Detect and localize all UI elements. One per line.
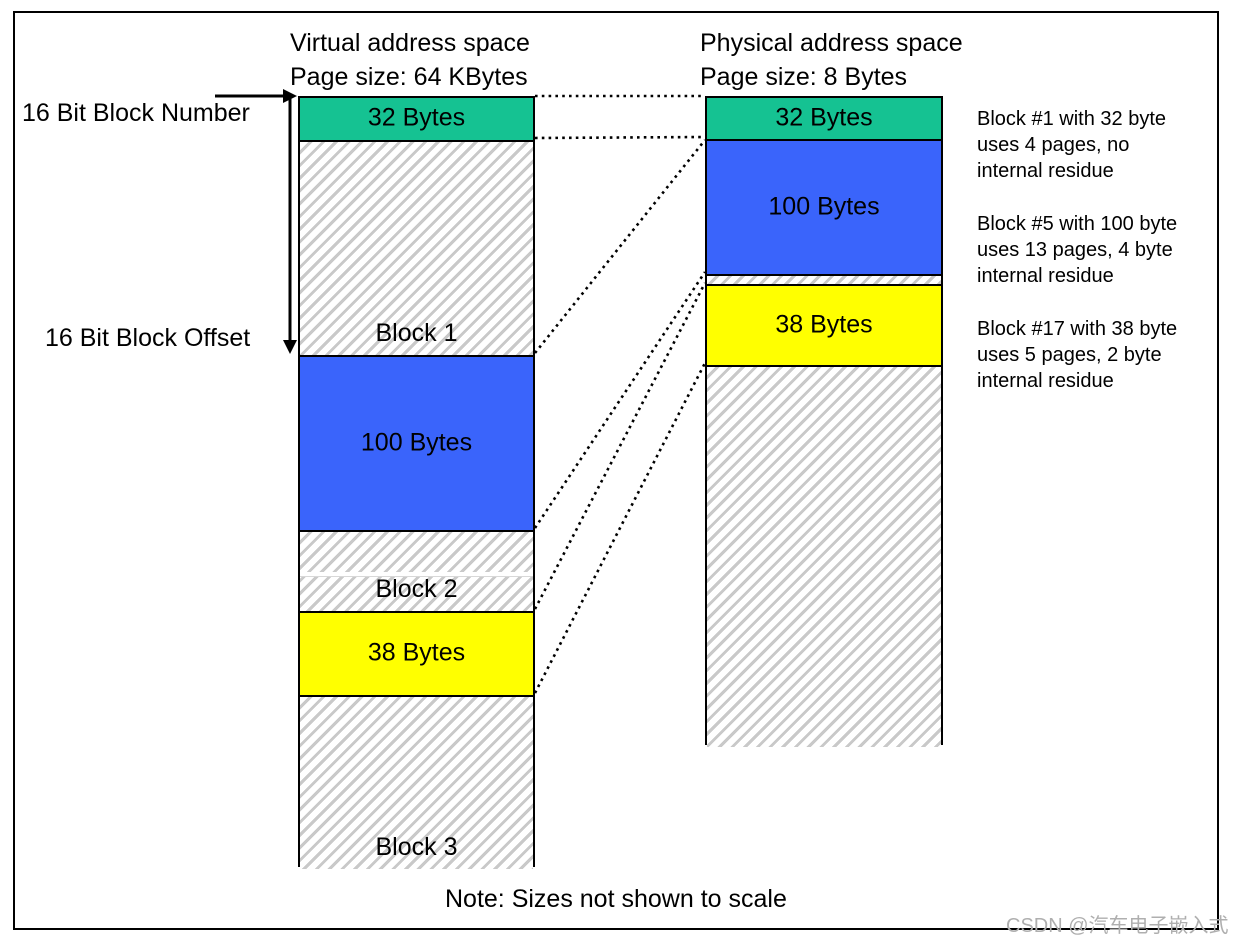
diagram-border [13, 11, 1219, 930]
segment-32-bytes: 32 Bytes [300, 98, 533, 140]
annotation-line: uses 4 pages, no [977, 134, 1130, 156]
annotation-line: internal residue [977, 160, 1114, 182]
scale-note: Note: Sizes not shown to scale [445, 885, 787, 913]
annotation-line: uses 13 pages, 4 byte [977, 239, 1173, 261]
segment-38-bytes: 38 Bytes [300, 611, 533, 695]
segment-100-bytes: 100 Bytes [707, 139, 941, 274]
segment-label: Block 3 [375, 833, 458, 861]
segment-residue [707, 365, 941, 747]
annotation-line: internal residue [977, 370, 1114, 392]
segment-label: Block 1 [375, 319, 458, 347]
physical-address-column: 32 Bytes 100 Bytes 38 Bytes [705, 96, 943, 747]
block-offset-label: 16 Bit Block Offset [45, 324, 251, 352]
annotation-line: Block #1 with 32 byte [977, 108, 1166, 130]
annotation-list: Block #1 with 32 byte uses 4 pages, no i… [977, 106, 1177, 421]
physical-space-page-size: Page size: 8 Bytes [700, 63, 908, 91]
annotation-block-1: Block #1 with 32 byte uses 4 pages, no i… [977, 106, 1177, 184]
segment-block-2: Block 2 [300, 530, 533, 611]
virtual-space-page-size: Page size: 64 KBytes [290, 63, 528, 91]
annotation-line: Block #5 with 100 byte [977, 213, 1178, 235]
segment-label: 38 Bytes [367, 638, 466, 667]
virtual-space-title: Virtual address space [290, 29, 530, 57]
watermark: CSDN @汽车电子嵌入式 [1006, 915, 1229, 937]
segment-32-bytes: 32 Bytes [707, 98, 941, 139]
segment-block-1: Block 1 [300, 140, 533, 355]
annotation-block-17: Block #17 with 38 byte uses 5 pages, 2 b… [977, 316, 1177, 394]
block-number-label: 16 Bit Block Number [22, 99, 250, 127]
segment-label: Block 2 [375, 575, 458, 603]
segment-label: 38 Bytes [775, 309, 873, 338]
segment-100-bytes: 100 Bytes [300, 355, 533, 530]
physical-space-title: Physical address space [700, 29, 963, 57]
annotation-line: internal residue [977, 265, 1114, 287]
segment-residue [707, 274, 941, 284]
segment-block-3: Block 3 [300, 695, 533, 869]
annotation-line: uses 5 pages, 2 byte [977, 344, 1162, 366]
segment-label: 100 Bytes [360, 427, 473, 456]
segment-38-bytes: 38 Bytes [707, 284, 941, 365]
segment-label: 100 Bytes [768, 191, 880, 220]
physical-space-header: Physical address space Page size: 8 Byte… [700, 26, 963, 94]
annotation-line: Block #17 with 38 byte [977, 318, 1178, 340]
annotation-block-5: Block #5 with 100 byte uses 13 pages, 4 … [977, 211, 1177, 289]
segment-label: 32 Bytes [367, 103, 466, 132]
page-boundary-divider [300, 572, 533, 577]
segment-label: 32 Bytes [775, 102, 873, 131]
virtual-space-header: Virtual address space Page size: 64 KByt… [290, 26, 530, 94]
